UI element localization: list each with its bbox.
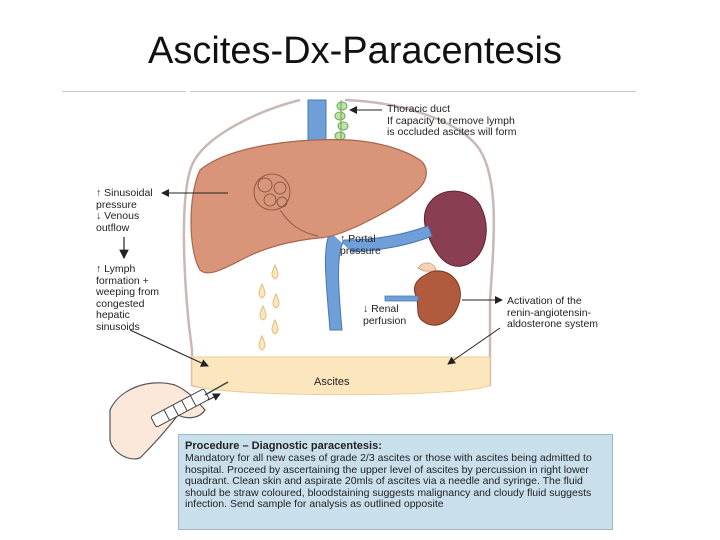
label-thoracic-duct: Thoracic duct If capacity to remove lymp… xyxy=(387,103,517,138)
title-divider-left xyxy=(62,91,186,92)
title-divider-right xyxy=(190,91,636,92)
label-renal-perfusion: ↓ Renal perfusion xyxy=(363,303,407,327)
arrow-syringe-to-fluid xyxy=(207,393,221,401)
arrow-raas-to-ascites xyxy=(447,327,501,365)
procedure-title: Procedure – Diagnostic paracentesis: xyxy=(185,440,382,452)
arrow-lymph-to-ascites xyxy=(129,329,209,367)
liver-illustration xyxy=(190,139,427,274)
syringe-hand-illustration xyxy=(109,381,229,460)
portal-vein xyxy=(324,225,433,331)
sinusoid-network xyxy=(253,173,319,237)
label-portal-pressure: ↑ Portal pressure xyxy=(340,233,381,257)
ascites-fluid xyxy=(191,356,491,396)
adrenal-gland xyxy=(417,262,437,272)
procedure-box: Procedure – Diagnostic paracentesis: Man… xyxy=(178,434,613,530)
slide-title: Ascites-Dx-Paracentesis xyxy=(148,30,562,72)
thoracic-duct xyxy=(334,100,349,152)
label-raas: Activation of the renin-angiotensin- ald… xyxy=(507,295,599,330)
label-ascites: Ascites xyxy=(314,376,350,388)
label-sinusoidal-pressure: ↑ Sinusoidal pressure ↓ Venous outflow xyxy=(96,187,153,234)
renal-vessel xyxy=(384,295,419,302)
label-lymph-formation: ↑ Lymph formation + weeping from congest… xyxy=(96,263,160,333)
spleen-illustration xyxy=(423,190,487,267)
procedure-text: Mandatory for all new cases of grade 2/3… xyxy=(185,452,592,511)
fluid-drop-icon xyxy=(258,263,280,351)
kidney-illustration xyxy=(413,270,461,326)
